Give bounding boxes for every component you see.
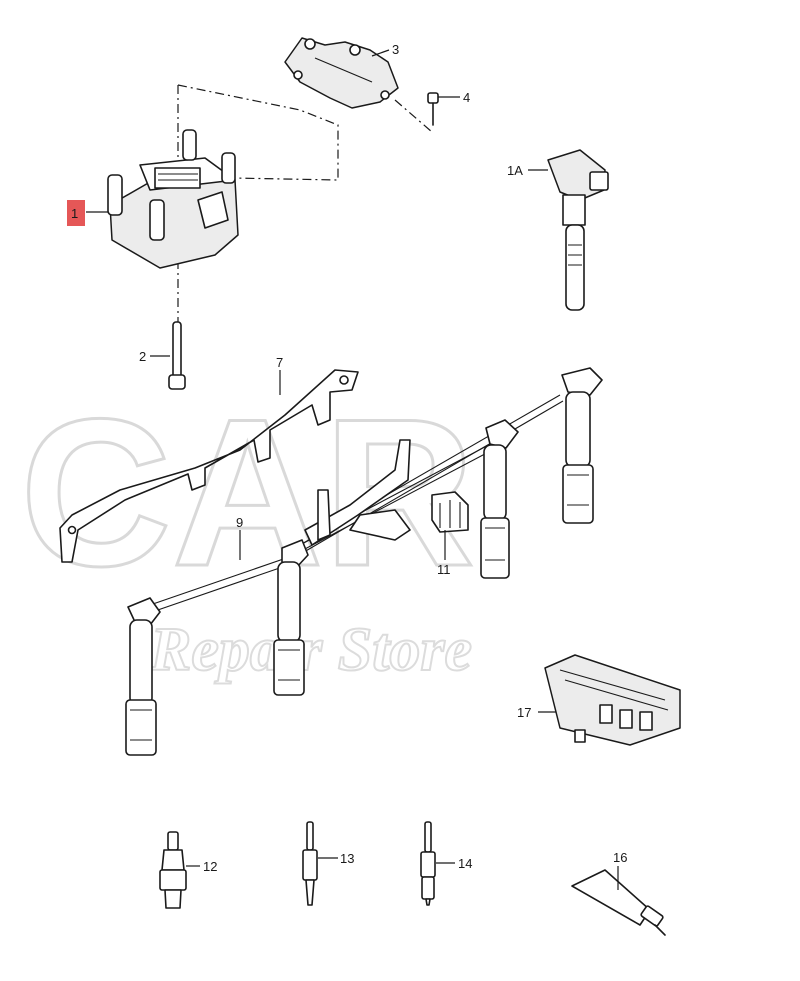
wire-clip[interactable] bbox=[431, 491, 469, 533]
plug-lead-3 bbox=[480, 419, 519, 579]
label-17[interactable]: 17 bbox=[517, 705, 531, 720]
ignition-wire-set[interactable] bbox=[125, 367, 603, 756]
ignition-coil[interactable] bbox=[107, 129, 239, 269]
label-13[interactable]: 13 bbox=[340, 851, 354, 866]
part-1-highlight[interactable] bbox=[67, 200, 85, 226]
label-12[interactable]: 12 bbox=[203, 859, 217, 874]
wire-holder-rail[interactable] bbox=[59, 369, 359, 563]
label-3[interactable]: 3 bbox=[392, 42, 399, 57]
label-9[interactable]: 9 bbox=[236, 515, 243, 530]
label-4[interactable]: 4 bbox=[463, 90, 470, 105]
plug-lead-4 bbox=[561, 367, 603, 524]
watermark-line2: Repair Store bbox=[149, 616, 472, 684]
glow-plug-a[interactable] bbox=[302, 821, 318, 906]
grease-tube[interactable] bbox=[571, 869, 666, 936]
pencil-ignition-coil[interactable] bbox=[547, 149, 609, 311]
label-14[interactable]: 14 bbox=[458, 856, 472, 871]
screw[interactable] bbox=[427, 92, 439, 126]
label-1a[interactable]: 1A bbox=[507, 163, 523, 178]
spark-plug[interactable] bbox=[159, 831, 187, 909]
label-7[interactable]: 7 bbox=[276, 355, 283, 370]
leader-lines bbox=[86, 49, 619, 890]
plug-lead-2 bbox=[273, 539, 309, 696]
part-labels: 1 3 4 1A 2 7 9 11 17 12 13 14 16 bbox=[71, 42, 627, 874]
plug-lead-1 bbox=[125, 597, 161, 756]
connector-block[interactable] bbox=[544, 654, 681, 746]
assembly-lines bbox=[177, 84, 433, 330]
label-1[interactable]: 1 bbox=[71, 206, 78, 221]
mounting-bracket[interactable] bbox=[284, 37, 399, 109]
bolt[interactable] bbox=[168, 321, 186, 390]
glow-plug-b[interactable] bbox=[420, 821, 436, 906]
label-11[interactable]: 11 bbox=[437, 562, 451, 577]
label-2[interactable]: 2 bbox=[139, 349, 146, 364]
label-16[interactable]: 16 bbox=[613, 850, 627, 865]
